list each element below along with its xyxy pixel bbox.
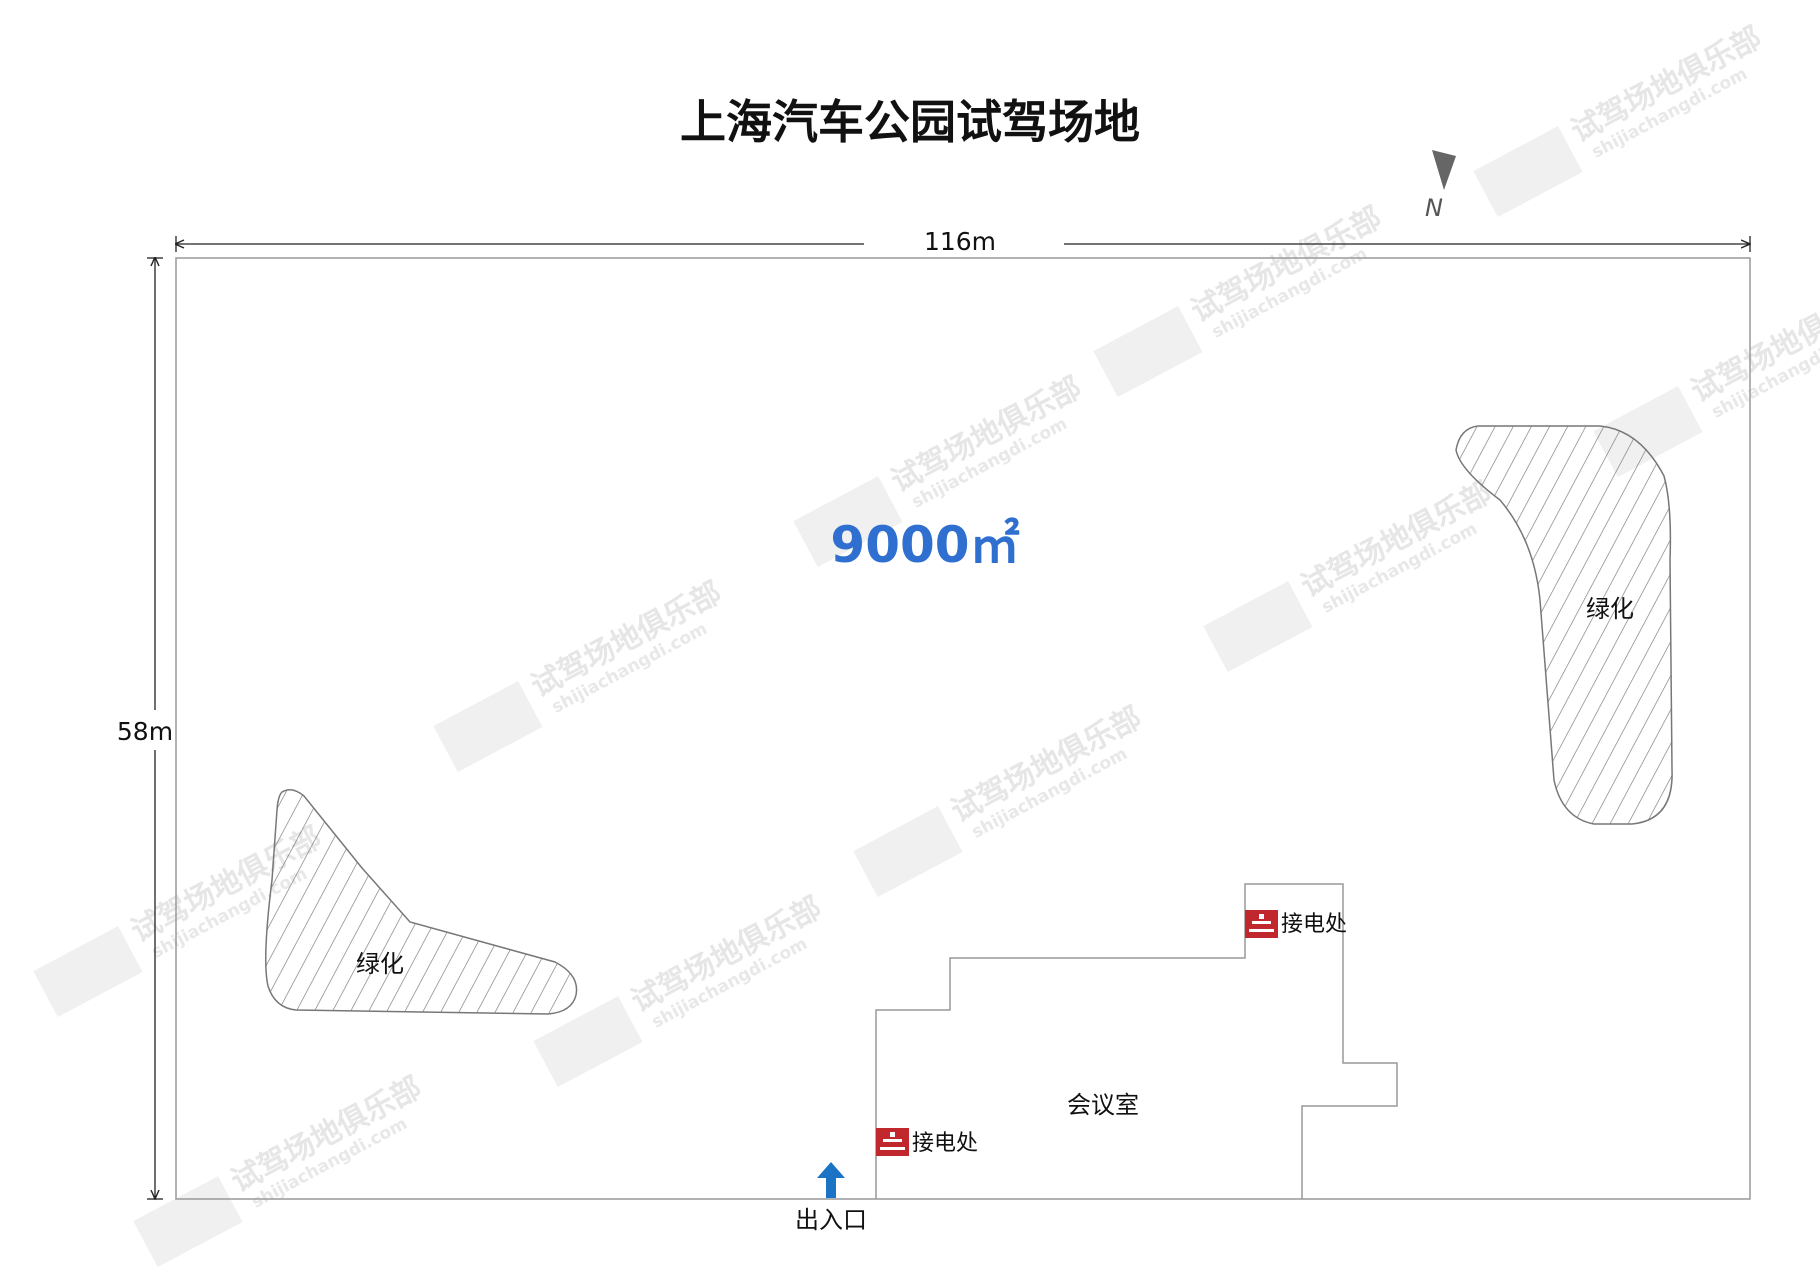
meeting-room: 会议室 <box>875 883 1398 1199</box>
meeting-room-label: 会议室 <box>1067 1091 1139 1119</box>
page-title: 上海汽车公园试驾场地 <box>680 95 1140 149</box>
north-indicator: N <box>1425 150 1456 222</box>
site-boundary <box>175 257 1751 1200</box>
power-outlet-icon <box>876 1128 909 1156</box>
entrance: 出入口 <box>795 1162 867 1234</box>
area-label: 9000㎡ <box>830 516 1019 574</box>
entrance-arrow-icon <box>817 1162 845 1198</box>
power-point-bottom: 接电处 <box>876 1128 978 1156</box>
green-zone-left-label: 绿化 <box>356 950 404 978</box>
power-point-top-label: 接电处 <box>1281 912 1347 937</box>
green-zone-right-label: 绿化 <box>1586 595 1634 623</box>
power-point-top: 接电处 <box>1245 910 1347 938</box>
power-point-bottom-label: 接电处 <box>912 1131 978 1156</box>
north-label: N <box>1425 194 1443 222</box>
north-arrow-icon <box>1432 150 1456 190</box>
width-dimension: 116m <box>176 227 1750 256</box>
width-label: 116m <box>924 227 996 256</box>
entrance-label: 出入口 <box>795 1206 867 1234</box>
height-dimension: 58m <box>117 258 173 1199</box>
green-zone-right: 绿化 <box>1455 425 1673 825</box>
power-outlet-icon <box>1245 910 1278 938</box>
green-zone-left: 绿化 <box>265 789 578 1015</box>
height-label: 58m <box>117 717 173 746</box>
